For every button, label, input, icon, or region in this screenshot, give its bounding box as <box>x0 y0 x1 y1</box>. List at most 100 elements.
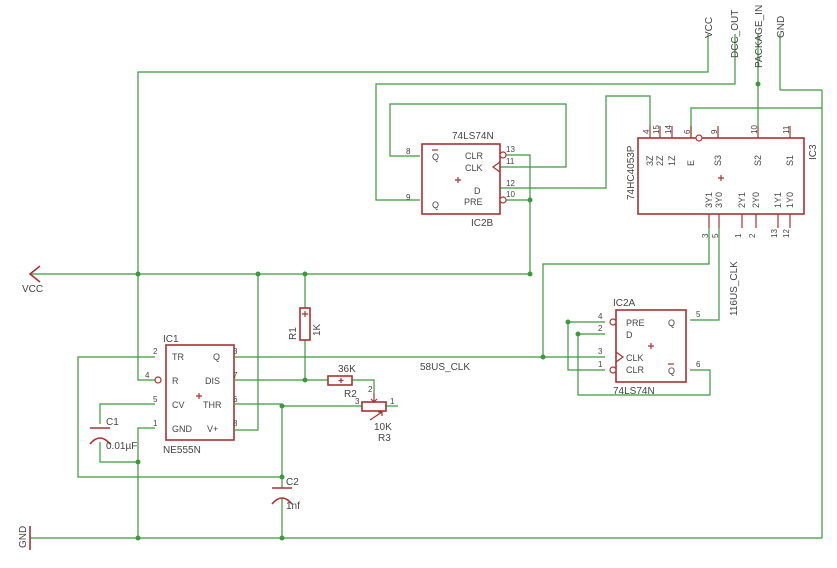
net-gnd-top: GND <box>776 16 787 38</box>
ic2b-num-d: 12 <box>506 179 515 188</box>
ic1-num-dis: 7 <box>233 371 238 380</box>
ic1-num-tr: 2 <box>153 347 158 356</box>
wires <box>30 34 823 539</box>
ic2a-pin-clr: CLR <box>626 365 645 375</box>
c1-capacitor: C1 0.01µF <box>89 417 137 452</box>
ic2a-num-pre: 4 <box>598 312 603 321</box>
ic3-top-pin-label: S2 <box>753 155 763 166</box>
junctions <box>135 81 761 541</box>
ic1-num-thr: 6 <box>233 395 238 404</box>
net-dcc-out: DCC_OUT <box>730 10 741 58</box>
ic3-bottom-pin-label: 3Y1 <box>704 192 714 208</box>
r3-potentiometer: 2 3 1 10K R3 <box>355 385 395 444</box>
c1-name: C1 <box>106 417 119 428</box>
ic2b-pin-qbar: Q <box>432 152 439 162</box>
ic3-top-pin-label: 2Z <box>655 155 665 166</box>
ic1-num-r: 4 <box>145 371 150 380</box>
ic2b-pin-pre: PRE <box>464 197 483 207</box>
ic2b-pin-clr: CLR <box>465 151 484 161</box>
ic1-pin-vplus: V+ <box>207 424 218 434</box>
net-58us-clk: 58US_CLK <box>420 362 470 373</box>
ic2a-pin-d: D <box>626 330 633 340</box>
ic3-top-pin-num: 4 <box>642 129 651 134</box>
net-vcc-top: VCC <box>704 17 715 38</box>
ic3-top-pin-num: 10 <box>750 125 759 134</box>
c2-value: 1nf <box>286 501 300 512</box>
ic2b-num-qbar: 8 <box>406 147 411 156</box>
ic2a-pin-q: Q <box>668 318 675 328</box>
ic1-pin-cv: CV <box>172 400 185 410</box>
ic2a-num-d: 2 <box>598 324 603 333</box>
ic2a-num-qbar: 6 <box>696 360 701 369</box>
net-package-in: PACKAGE_IN <box>754 5 765 68</box>
ic2a-value: 74LS74N <box>613 386 655 397</box>
ic2b-74ls74n: 74LS74N IC2B Q Q CLR CLK D PRE 8 9 13 11… <box>406 131 515 229</box>
r3-pin-3: 3 <box>355 397 360 406</box>
ic2b-num-clr: 13 <box>506 145 515 154</box>
ic2a-pin-clk: CLK <box>626 353 644 363</box>
ic1-num-vplus: 8 <box>233 419 238 428</box>
ic1-name: IC1 <box>163 334 179 345</box>
ic2a-pin-pre: PRE <box>626 318 645 328</box>
ic2b-num-q: 9 <box>406 193 411 202</box>
ic3-top-pin-num: 6 <box>683 129 692 134</box>
ic3-name: IC3 <box>808 144 819 160</box>
ic3-top-pin-label: 3Z <box>645 155 655 166</box>
ic3-bottom-pin-label: 3Y0 <box>714 192 724 208</box>
net-116us-clk: 116US_CLK <box>729 261 740 316</box>
r3-pin-1: 1 <box>390 397 395 406</box>
ic2a-num-q: 5 <box>696 310 701 319</box>
ic1-pin-thr: THR <box>203 400 222 410</box>
r3-pin-2: 2 <box>368 385 373 394</box>
ic1-num-q: 3 <box>233 347 238 356</box>
vcc-arrow-icon <box>28 265 41 283</box>
ic1-value: NE555N <box>163 445 201 456</box>
ic3-bottom-pin-num: 1 <box>734 233 743 238</box>
r3-name: R3 <box>378 433 391 444</box>
r2-value: 36K <box>338 364 356 375</box>
ic1-num-gnd: 1 <box>153 419 158 428</box>
net-labels: VCC DCC_OUT PACKAGE_IN GND VCC GND 58US_… <box>18 5 787 548</box>
ic2b-num-clk: 11 <box>506 157 515 166</box>
ic2b-pin-d: D <box>474 186 481 196</box>
r3-value: 10K <box>374 422 392 433</box>
ic2b-pin-q: Q <box>432 200 439 210</box>
r2-resistor: 36K R2 <box>327 364 357 400</box>
ic3-bottom-pin-label: 2Y0 <box>751 192 761 208</box>
ic3-top-pin-num: 15 <box>652 125 661 134</box>
ic3-top-pin-label: E <box>686 160 696 166</box>
ic1-pin-tr: TR <box>172 352 184 362</box>
c2-capacitor: C2 1nf <box>271 477 300 512</box>
ic3-bottom-pin-label: 2Y1 <box>737 192 747 208</box>
ic3-bottom-pin-num: 5 <box>711 233 720 238</box>
ic1-ne555n: IC1 NE555N TR R CV GND Q DIS THR V+ 2 4 … <box>145 334 238 456</box>
c1-value: 0.01µF <box>106 441 137 452</box>
c2-name: C2 <box>286 477 299 488</box>
ic2b-num-pre: 10 <box>506 190 515 199</box>
ic1-pin-r: R <box>172 376 179 386</box>
ic3-bottom-pin-num: 13 <box>770 229 779 238</box>
ic3-top-pin-label: S3 <box>713 155 723 166</box>
r1-name: R1 <box>288 327 299 340</box>
ic2a-num-clr: 1 <box>598 360 603 369</box>
ic3-bottom-pin-num: 2 <box>748 233 757 238</box>
ic3-top-pin-num: 14 <box>664 125 673 134</box>
net-vcc-left: VCC <box>22 284 43 295</box>
ic2b-name: IC2B <box>471 218 494 229</box>
ic3-top-pin-num: 11 <box>782 125 791 134</box>
ic3-top-pin-num: 9 <box>710 129 719 134</box>
ic3-bottom-pin-label: 1Y0 <box>785 192 795 208</box>
ic2b-pin-clk: CLK <box>465 163 483 173</box>
r2-name: R2 <box>344 389 357 400</box>
ic2a-74ls74n: IC2A 74LS74N PRE D CLK CLR Q Q 4 2 3 1 5… <box>598 298 701 397</box>
ic1-pin-q: Q <box>213 352 220 362</box>
r1-resistor: R1 1K <box>288 307 323 341</box>
ic2a-name: IC2A <box>613 298 636 309</box>
ic3-bottom-pin-num: 12 <box>782 229 791 238</box>
ic3-bottom-pin-label: 1Y1 <box>773 192 783 208</box>
ic1-pin-gnd: GND <box>172 424 193 434</box>
ic2b-value: 74LS74N <box>452 131 494 142</box>
net-gnd-left: GND <box>18 526 29 548</box>
